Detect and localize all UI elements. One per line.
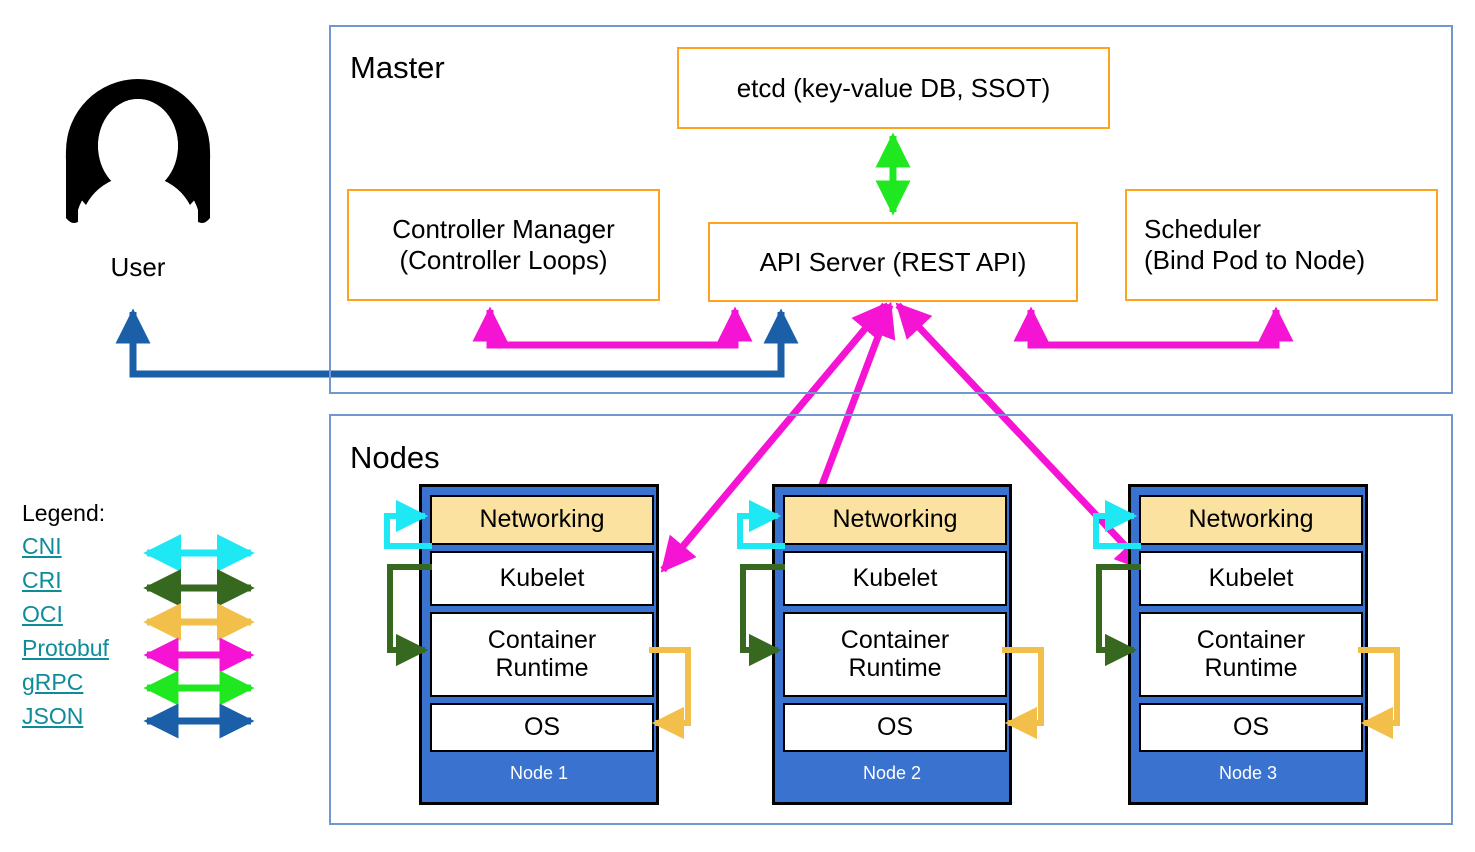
legend-title: Legend: (22, 500, 106, 526)
master-group-title: Master (350, 50, 445, 85)
user-avatar-icon (65, 79, 211, 236)
etcd-label: etcd (key-value DB, SSOT) (736, 72, 1051, 103)
node-1-container-runtime-label-line2: Runtime (495, 653, 589, 682)
node-1-os-label: OS (523, 712, 561, 741)
node-3-container-runtime-label-line1: Container (1196, 626, 1306, 654)
legend-item-cri[interactable]: CRI (22, 567, 62, 593)
nodes-group-title: Nodes (350, 440, 440, 475)
node-1-title: Node 1 (509, 763, 569, 783)
node-2-os[interactable]: OS (783, 703, 1007, 752)
node-3-os[interactable]: OS (1139, 703, 1363, 752)
node-2-container-runtime-label-line2: Runtime (848, 653, 942, 682)
api-server-box[interactable]: API Server (REST API) (708, 222, 1078, 302)
legend-item-cni[interactable]: CNI (22, 533, 62, 559)
node-2-title: Node 2 (862, 763, 922, 783)
node-1-container-runtime-label-line1: Container (487, 626, 597, 654)
edge-node1-cri (387, 564, 432, 667)
edge-node1-cni (384, 499, 432, 549)
node-1[interactable]: Networking Kubelet Container Runtime OS … (419, 484, 659, 805)
legend-item-json[interactable]: JSON (22, 703, 84, 729)
scheduler-label-line1: Scheduler (1144, 214, 1262, 245)
edge-node1-oci (649, 647, 691, 740)
node-3-kubelet-label: Kubelet (1208, 563, 1294, 592)
node-2-container-runtime[interactable]: Container Runtime (783, 612, 1007, 697)
edge-node3-oci (1358, 647, 1400, 740)
node-1-kubelet[interactable]: Kubelet (430, 551, 654, 606)
node-3-networking-label: Networking (1188, 505, 1314, 534)
node-2-os-label: OS (876, 712, 914, 741)
node-3-container-runtime[interactable]: Container Runtime (1139, 612, 1363, 697)
node-3-os-label: OS (1232, 712, 1270, 741)
controller-manager-label-line1: Controller Manager (392, 214, 615, 245)
scheduler-box[interactable]: Scheduler (Bind Pod to Node) (1125, 189, 1438, 301)
node-1-os[interactable]: OS (430, 703, 654, 752)
node-1-networking-label: Networking (479, 505, 605, 534)
legend-item-grpc[interactable]: gRPC (22, 669, 84, 695)
node-3-networking[interactable]: Networking (1139, 495, 1363, 545)
controller-manager-box[interactable]: Controller Manager (Controller Loops) (347, 189, 660, 301)
node-3[interactable]: Networking Kubelet Container Runtime OS … (1128, 484, 1368, 805)
node-3-title: Node 3 (1218, 763, 1278, 783)
node-1-kubelet-label: Kubelet (499, 563, 585, 592)
node-3-container-runtime-label-line2: Runtime (1204, 653, 1298, 682)
scheduler-label-line2: (Bind Pod to Node) (1144, 245, 1366, 275)
etcd-box[interactable]: etcd (key-value DB, SSOT) (677, 47, 1110, 129)
legend-item-oci[interactable]: OCI (22, 601, 63, 627)
node-1-container-runtime[interactable]: Container Runtime (430, 612, 654, 697)
node-2-container-runtime-label-line1: Container (840, 626, 950, 654)
user-label: User (110, 252, 166, 282)
node-3-kubelet[interactable]: Kubelet (1139, 551, 1363, 606)
edge-node2-oci (1002, 647, 1044, 740)
api-server-label: API Server (REST API) (759, 246, 1027, 277)
node-1-networking[interactable]: Networking (430, 495, 654, 545)
controller-manager-label-line2: (Controller Loops) (399, 245, 608, 275)
legend-item-protobuf[interactable]: Protobuf (22, 635, 109, 661)
